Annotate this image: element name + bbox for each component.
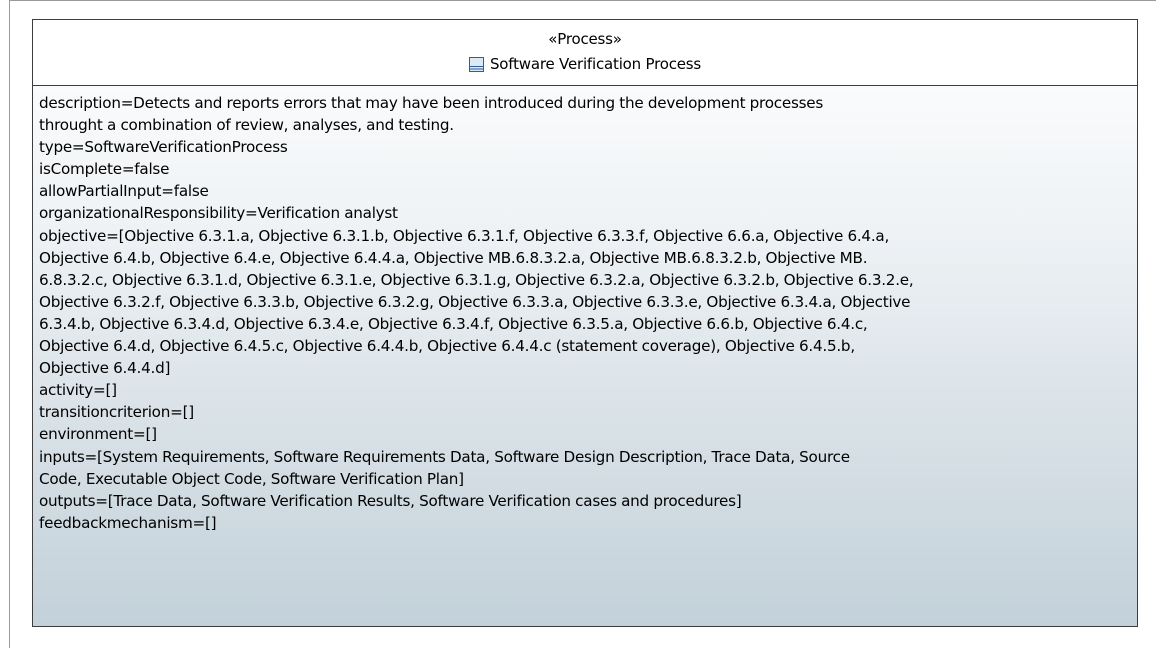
stereotype-label: «Process»	[548, 30, 622, 48]
classifier-title-row: Software Verification Process	[468, 54, 702, 74]
attribute-line: type=SoftwareVerificationProcess	[39, 138, 288, 157]
class-icon	[468, 56, 484, 72]
attribute-line: allowPartialInput=false	[39, 182, 209, 201]
attribute-line: Objective 6.3.2.f, Objective 6.3.3.b, Ob…	[39, 292, 911, 311]
attribute-line: feedbackmechanism=[]	[39, 513, 217, 532]
attribute-line: Objective 6.4.b, Objective 6.4.e, Object…	[39, 248, 868, 267]
diagram-frame	[9, 0, 1156, 648]
attribute-line: description=Detects and reports errors t…	[39, 94, 824, 112]
attribute-line: inputs=[System Requirements, Software Re…	[39, 447, 850, 466]
attribute-line: objective=[Objective 6.3.1.a, Objective …	[39, 226, 890, 245]
attribute-line: 6.8.3.2.c, Objective 6.3.1.d, Objective …	[39, 270, 914, 289]
attributes-compartment: description=Detects and reports errors t…	[33, 86, 1137, 534]
attribute-line: isComplete=false	[39, 160, 170, 179]
attribute-line: Objective 6.4.d, Objective 6.4.5.c, Obje…	[39, 337, 855, 356]
classifier-header: «Process» Software Verification Process	[33, 20, 1137, 86]
attribute-line: activity=[]	[39, 381, 117, 400]
attribute-line: organizationalResponsibility=Verificatio…	[39, 204, 398, 223]
attribute-line: environment=[]	[39, 425, 157, 444]
classifier-name[interactable]: Software Verification Process	[489, 55, 702, 73]
attribute-line: 6.3.4.b, Objective 6.3.4.d, Objective 6.…	[39, 314, 868, 333]
attribute-line: Objective 6.4.4.d]	[39, 359, 171, 378]
attribute-line: transitioncriterion=[]	[39, 403, 194, 422]
process-classifier-box[interactable]: «Process» Software Verification Process …	[32, 19, 1138, 627]
attribute-line: throught a combination of review, analys…	[39, 116, 454, 135]
attribute-line: Code, Executable Object Code, Software V…	[39, 469, 464, 488]
attribute-line: outputs=[Trace Data, Software Verificati…	[39, 491, 742, 510]
